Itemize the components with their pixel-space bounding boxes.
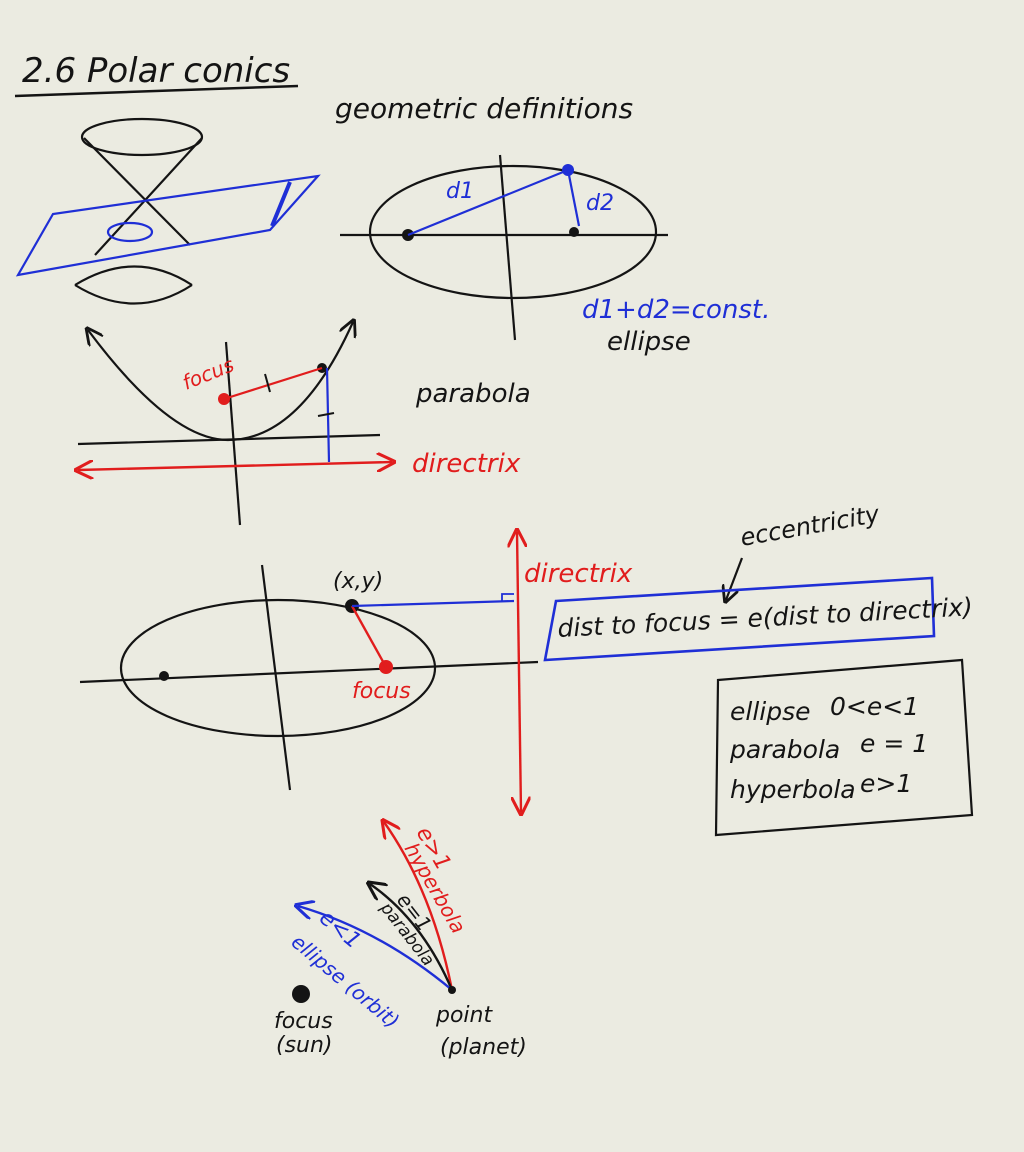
directrix-distance-tick	[317, 412, 335, 417]
page-title: 2.6 Polar conics	[22, 51, 290, 91]
d2-segment	[566, 169, 581, 227]
formula-box	[543, 576, 936, 662]
focus-distance	[223, 366, 323, 401]
focus-segment	[350, 605, 388, 668]
directrix-perpendicular	[351, 599, 515, 608]
focus-distance-tick	[264, 373, 271, 393]
vertical-directrix-label: directrix	[524, 559, 633, 589]
vertical-directrix	[517, 532, 521, 812]
eccentricity-arrow	[726, 557, 744, 600]
planet-label: (planet)	[440, 1035, 527, 1060]
hyperbola-trajectory	[384, 822, 454, 991]
ellipse-focus-right	[569, 227, 579, 237]
sun-focus-label: focus	[274, 1009, 333, 1034]
right-angle-mark	[501, 593, 514, 601]
eccentricity-formula: dist to focus = e(dist to directrix)	[557, 592, 974, 643]
parabola-directrix-label: directrix	[412, 449, 521, 479]
ellipse-definition-figure	[340, 154, 668, 341]
cutting-plane	[15, 174, 321, 277]
double-cone-figure	[74, 117, 204, 305]
class-hyperbola-cond: e>1	[860, 769, 912, 798]
sun-focus	[292, 985, 310, 1003]
parabola-trajectory	[370, 884, 454, 991]
planet-point-label: point	[435, 1003, 493, 1028]
class-hyperbola-name: hyperbola	[730, 775, 856, 804]
title-underline	[14, 84, 299, 98]
classification-box	[714, 658, 974, 837]
ellipse-left-focus	[159, 671, 169, 681]
eccentricity-annotation: eccentricity	[738, 500, 882, 552]
parabola-directrix-line	[78, 462, 392, 470]
parabola-figure	[77, 322, 381, 526]
eccentricity-ellipse-figure	[79, 564, 539, 791]
ellipse-focus-label: focus	[352, 679, 411, 704]
class-ellipse-name: ellipse	[730, 697, 811, 726]
point-xy-label: (x,y)	[333, 569, 383, 594]
parabola-name: parabola	[415, 379, 531, 409]
ellipse-rule: d1+d2=const.	[582, 295, 770, 325]
class-parabola-name: parabola	[729, 735, 840, 764]
class-parabola-cond: e = 1	[860, 729, 928, 758]
sun-label: (sun)	[276, 1033, 333, 1058]
ellipse-trajectory	[298, 906, 453, 991]
planet-point	[448, 986, 456, 994]
d1-label: d1	[446, 179, 474, 204]
d2-label: d2	[586, 191, 614, 216]
ellipse-name: ellipse	[607, 327, 691, 357]
d1-segment	[407, 168, 569, 237]
class-ellipse-cond: 0<e<1	[830, 692, 919, 721]
heading-geometric-definitions: geometric definitions	[335, 92, 633, 125]
